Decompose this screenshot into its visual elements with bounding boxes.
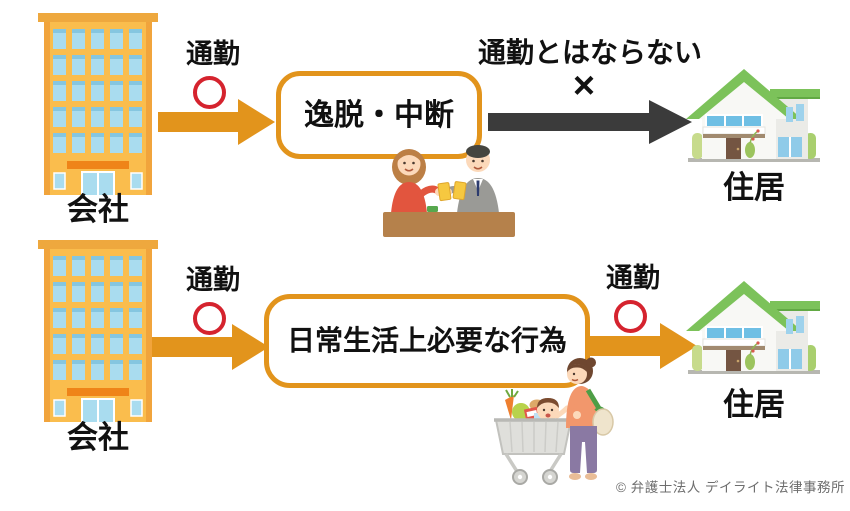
house-label: 住居 [723,170,785,205]
copyright-notice: © 弁護士法人 デイライト法律事務所 [616,480,845,495]
arrow-right-dark-icon [488,100,692,144]
house-label: 住居 [723,387,785,422]
red-circle-icon [193,302,226,335]
commute-label: 通勤 [186,39,240,69]
red-circle-icon [193,76,226,109]
daily-life-box: 日常生活上必要な行為 [264,294,590,388]
grocery-shopping-cart-icon [490,356,638,488]
cross-mark: × [572,65,596,107]
deviation-box-label: 逸脱・中断 [304,98,454,132]
commute-label: 通勤 [186,265,240,295]
commute-label: 通勤 [606,263,660,293]
office-building-icon [37,240,159,422]
company-label: 会社 [67,420,129,455]
office-building-icon [37,13,159,195]
house-icon [686,68,821,163]
red-circle-icon [614,300,647,333]
after-work-drinking-icon [383,134,515,237]
company-label: 会社 [67,192,129,227]
not-commute-label: 通勤とはならない [477,37,702,68]
house-icon [686,280,821,375]
arrow-right-icon [158,99,275,145]
deviation-box: 逸脱・中断 [276,71,482,159]
arrow-right-icon [152,324,269,370]
arrow-right-icon [588,323,697,369]
daily-life-box-label: 日常生活上必要な行為 [286,324,567,356]
